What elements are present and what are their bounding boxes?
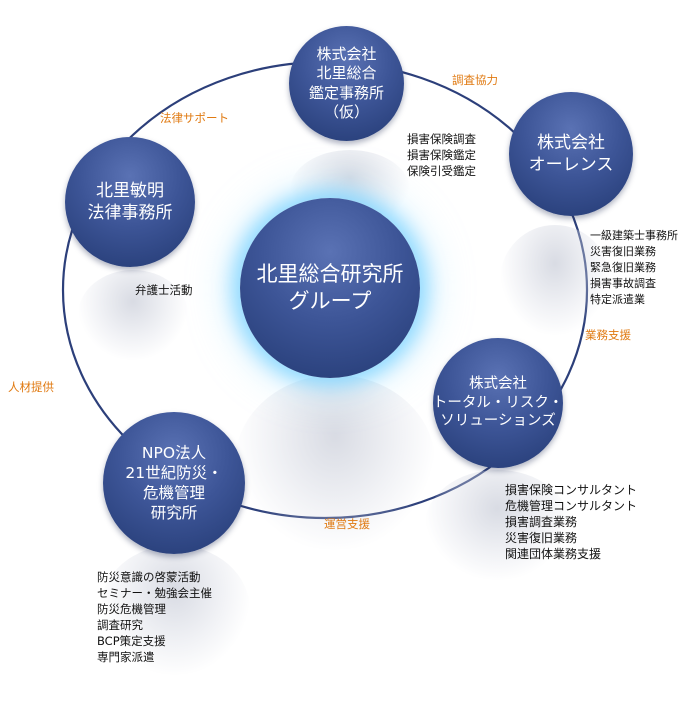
- note-total-risk: 損害保険コンサルタント 危機管理コンサルタント 損害調査業務 災害復旧業務 関連…: [505, 482, 637, 562]
- node-center-line-2: グループ: [288, 289, 372, 313]
- note-total-risk-item: 関連団体業務支援: [505, 547, 602, 561]
- note-npo-item: 防災危機管理: [97, 602, 166, 616]
- node-kanteisho: 株式会社 北里総合 鑑定事務所 （仮）: [289, 26, 404, 141]
- link-label-business-support: 業務支援: [585, 328, 631, 342]
- note-total-risk-item: 損害調査業務: [505, 515, 578, 529]
- node-center: 北里総合研究所 グループ: [240, 198, 420, 378]
- node-npo-line-3: 危機管理: [142, 484, 205, 502]
- reflection-law-office: [78, 270, 188, 360]
- note-npo: 防災意識の啓蒙活動 セミナー・勉強会主催 防災危機管理 調査研究 BCP策定支援…: [97, 569, 212, 665]
- note-orens-item: 特定派遣業: [590, 293, 645, 306]
- node-total-risk-line-3: ソリューションズ: [440, 413, 556, 430]
- node-law-office: 北里敏明 法律事務所: [65, 137, 195, 267]
- node-kanteisho-line-3: 鑑定事務所: [308, 83, 384, 102]
- node-total-risk: 株式会社 トータル・リスク・ ソリューションズ: [433, 338, 563, 468]
- note-kanteisho: 損害保険調査 損害保険鑑定 保険引受鑑定: [407, 131, 476, 179]
- link-label-survey-cooperation: 調査協力: [452, 73, 498, 87]
- note-kanteisho-item: 損害保険調査: [407, 132, 476, 146]
- reflection-npo: [100, 545, 250, 675]
- link-label-law-support: 法律サポート: [160, 111, 229, 125]
- node-npo-line-2: 21世紀防災・: [125, 463, 223, 482]
- reflection-center: [235, 375, 435, 550]
- node-kanteisho-line-2: 北里総合: [316, 64, 377, 82]
- node-npo: NPO法人 21世紀防災・ 危機管理 研究所: [103, 412, 245, 554]
- note-npo-item: 調査研究: [97, 618, 143, 632]
- node-total-risk-line-2: トータル・リスク・: [432, 394, 564, 411]
- node-law-office-line-2: 法律事務所: [87, 203, 173, 223]
- note-law-office: 弁護士活動: [135, 282, 193, 298]
- node-orens-line-2: オーレンス: [528, 155, 614, 175]
- node-law-office-line-1: 北里敏明: [96, 180, 164, 201]
- note-orens-item: 緊急復旧業務: [590, 261, 656, 274]
- link-label-staffing: 人材提供: [8, 380, 54, 394]
- note-total-risk-item: 災害復旧業務: [505, 531, 578, 545]
- note-total-risk-item: 損害保険コンサルタント: [505, 483, 638, 497]
- note-orens-item: 損害事故調査: [590, 277, 656, 290]
- note-npo-item: 防災意識の啓蒙活動: [97, 570, 201, 584]
- note-npo-item: BCP策定支援: [97, 634, 166, 648]
- note-npo-item: セミナー・勉強会主催: [97, 586, 212, 600]
- note-total-risk-item: 危機管理コンサルタント: [505, 499, 638, 513]
- note-law-office-item: 弁護士活動: [135, 283, 193, 297]
- note-orens-item: 災害復旧業務: [590, 245, 656, 258]
- note-kanteisho-item: 損害保険鑑定: [407, 148, 476, 162]
- node-total-risk-line-1: 株式会社: [469, 375, 527, 392]
- node-npo-line-1: NPO法人: [141, 443, 207, 462]
- link-label-operation-support: 運営支援: [324, 517, 370, 531]
- note-orens-item: 一級建築士事務所: [590, 229, 678, 242]
- node-orens-line-1: 株式会社: [537, 132, 605, 153]
- note-orens: 一級建築士事務所 災害復旧業務 緊急復旧業務 損害事故調査 特定派遣業: [590, 228, 678, 308]
- node-npo-line-4: 研究所: [150, 504, 198, 523]
- node-orens: 株式会社 オーレンス: [509, 92, 633, 216]
- node-center-line-1: 北里総合研究所: [256, 261, 404, 286]
- note-npo-item: 専門家派遣: [97, 650, 155, 664]
- reflection-orens: [500, 225, 610, 335]
- node-kanteisho-line-1: 株式会社: [316, 44, 377, 63]
- note-kanteisho-item: 保険引受鑑定: [407, 164, 476, 178]
- node-kanteisho-line-4: （仮）: [323, 103, 369, 121]
- reflection-total-risk: [425, 470, 570, 580]
